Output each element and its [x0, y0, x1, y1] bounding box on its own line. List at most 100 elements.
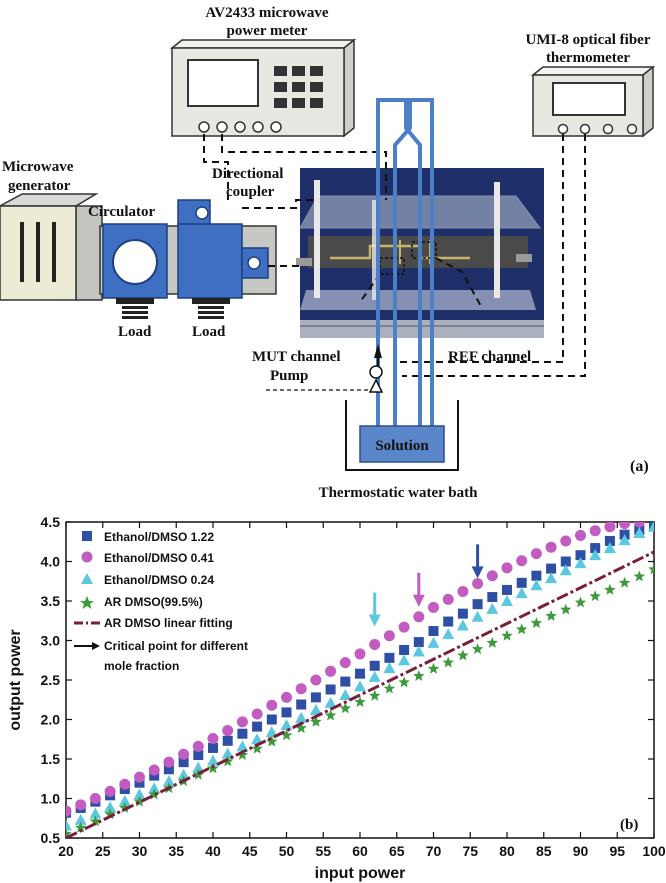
legend-marker-square	[82, 531, 92, 541]
data-point-square	[237, 728, 248, 739]
data-point-triangle	[66, 819, 72, 831]
data-point-triangle	[177, 768, 190, 780]
generator-label-line2: generator	[8, 178, 71, 194]
data-point-star	[339, 702, 351, 714]
data-point-circle	[192, 740, 204, 752]
pump	[368, 344, 384, 393]
y-tick-label: 0.5	[41, 830, 61, 846]
data-point-circle	[516, 555, 528, 567]
data-point-circle	[633, 522, 645, 528]
y-tick-label: 1.0	[41, 791, 61, 807]
legend-marker-star	[80, 596, 94, 609]
data-point-circle	[398, 621, 410, 633]
load-label-1: Load	[118, 324, 152, 340]
data-point-square	[428, 626, 439, 637]
data-point-triangle	[383, 662, 396, 674]
data-point-square	[369, 660, 380, 671]
data-point-triangle	[104, 801, 117, 813]
legend-marker-triangle	[81, 573, 93, 584]
microwave-generator	[0, 193, 103, 301]
data-point-circle	[619, 522, 631, 530]
legend-marker-circle	[81, 551, 93, 563]
data-point-triangle	[530, 579, 543, 591]
data-point-triangle	[648, 522, 654, 532]
data-point-circle	[560, 535, 572, 547]
data-point-triangle	[559, 564, 572, 576]
data-point-square	[575, 550, 586, 561]
data-point-triangle	[442, 628, 455, 640]
data-point-square	[355, 668, 365, 679]
data-point-circle	[369, 638, 381, 650]
y-tick-label: 2.5	[41, 672, 61, 688]
solution-container	[359, 425, 445, 463]
data-point-circle	[383, 630, 395, 642]
data-point-square	[560, 556, 571, 567]
circulator	[102, 223, 168, 319]
data-point-triangle	[456, 619, 469, 631]
data-point-triangle	[412, 645, 425, 657]
legend-entry-3: Ethanol/DMSO 0.24	[104, 573, 214, 587]
data-point-square	[604, 535, 615, 546]
legend-entry-2: Ethanol/DMSO 0.41	[104, 551, 214, 565]
data-point-square	[310, 692, 321, 703]
data-point-star	[618, 576, 631, 588]
data-point-circle	[178, 748, 190, 760]
x-axis-label: input power	[315, 865, 406, 882]
data-point-circle	[163, 756, 175, 768]
legend-entry-1: Ethanol/DMSO 1.22	[104, 530, 214, 544]
solution-label: Solution	[375, 438, 429, 454]
legend-entry-5: AR DMSO linear fitting	[104, 616, 233, 630]
data-point-circle	[134, 771, 145, 783]
data-point-star	[192, 768, 204, 780]
panel-a-label: (a)	[630, 458, 649, 475]
data-point-square	[252, 721, 263, 732]
data-point-circle	[66, 805, 72, 817]
data-point-circle	[354, 648, 366, 660]
x-tick-label: 60	[352, 843, 368, 859]
data-point-triangle	[427, 636, 440, 648]
x-tick-label: 55	[315, 843, 331, 859]
data-point-triangle	[471, 610, 484, 622]
data-point-star	[66, 828, 72, 838]
x-tick-label: 100	[642, 843, 666, 859]
data-point-star	[119, 802, 131, 813]
data-point-triangle	[162, 775, 175, 787]
x-tick-label: 50	[279, 843, 295, 859]
data-point-square	[149, 770, 160, 781]
critical-arrow-head	[471, 566, 484, 579]
data-point-star	[75, 821, 87, 833]
load-label-2: Load	[192, 324, 226, 340]
data-point-square	[208, 742, 218, 753]
data-point-star	[427, 662, 440, 674]
data-point-circle	[472, 578, 484, 590]
data-point-square	[296, 699, 307, 710]
data-point-triangle	[148, 782, 161, 794]
data-point-circle	[501, 562, 513, 574]
data-point-circle	[604, 522, 616, 533]
data-point-star	[236, 749, 249, 760]
data-point-triangle	[251, 733, 264, 745]
x-tick-label: 45	[242, 843, 258, 859]
data-point-square	[546, 563, 557, 574]
data-point-circle	[486, 570, 498, 582]
data-point-circle	[222, 725, 234, 737]
x-tick-label: 80	[499, 843, 515, 859]
data-point-circle	[428, 601, 439, 613]
data-point-square	[325, 684, 336, 695]
data-point-square	[399, 644, 410, 655]
data-point-square	[531, 570, 542, 581]
legend-arrow-head	[92, 642, 100, 650]
x-tick-label: 40	[205, 843, 221, 859]
data-point-circle	[530, 548, 542, 560]
data-point-triangle	[295, 711, 308, 723]
data-point-star	[266, 735, 278, 747]
data-point-circle	[89, 793, 101, 804]
data-point-star	[383, 682, 396, 694]
data-point-triangle	[133, 788, 146, 800]
meter-label: AV2433 microwave	[205, 5, 329, 21]
data-point-circle	[207, 732, 219, 744]
data-point-star	[310, 715, 322, 727]
circulator-label: Circulator	[88, 204, 156, 220]
